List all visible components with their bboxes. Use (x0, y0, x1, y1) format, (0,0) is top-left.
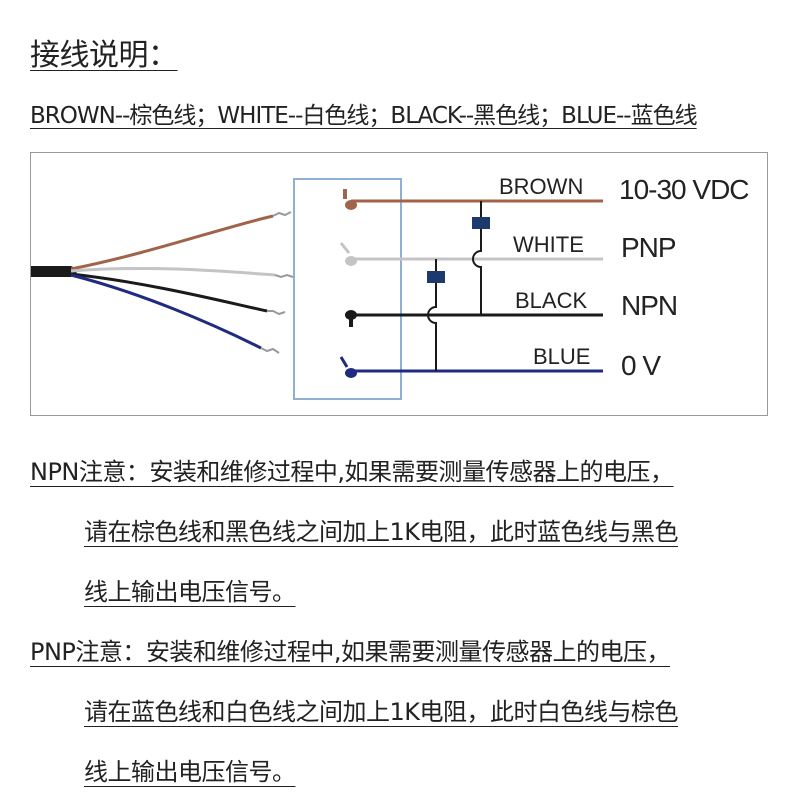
resistor-brown-black (472, 217, 490, 229)
npn-note-line-3: 线上输出电压信号。 (84, 578, 296, 606)
wire-tip-white (274, 273, 294, 279)
cable-jacket (31, 266, 77, 277)
npn-note-line-2: 请在棕色线和黑色线之间加上1K电阻，此时蓝色线与黑色 (84, 518, 679, 546)
pnp-note-line-1: PNP注意：安装和维修过程中,如果需要测量传感器上的电压， (30, 638, 671, 666)
page-title: 接线说明： (30, 38, 178, 73)
resistor-path-white-blue (427, 259, 437, 371)
npn-note-line-1: NPN注意：安装和维修过程中,如果需要测量传感器上的电压， (30, 458, 674, 486)
cable-wire-black (70, 272, 268, 313)
pnp-note-line-3: 线上输出电压信号。 (84, 758, 296, 786)
wire-label-blue: BLUE (533, 344, 590, 369)
wire-tip-blue (260, 347, 280, 354)
resistor-white-blue (427, 271, 445, 283)
cable-wire-brown (70, 214, 274, 271)
terminal-pin-white (339, 242, 357, 266)
wire-label-black: BLACK (515, 288, 587, 313)
terminal-pin-black (345, 310, 357, 327)
wire-tip-brown (272, 211, 292, 217)
wire-value-brown: 10-30 VDC (619, 174, 749, 205)
wire-value-black: NPN (621, 290, 677, 321)
resistor-path-brown-black (472, 201, 482, 315)
wiring-diagram-svg: BROWN WHITE BLACK BLUE 10-30 VDC PNP NPN… (31, 174, 750, 400)
wire-value-blue: 0 V (621, 350, 661, 381)
wire-tip-black (267, 310, 286, 316)
terminal-pin-blue (339, 356, 357, 378)
wire-label-white: WHITE (513, 232, 584, 257)
connector-frame (293, 178, 402, 400)
cable-wire-blue (70, 273, 262, 350)
terminal-pin-brown (343, 189, 357, 210)
cable-wire-white (70, 266, 276, 277)
pnp-note-line-2: 请在蓝色线和白色线之间加上1K电阻，此时白色线与棕色 (84, 698, 679, 726)
wiring-diagram: BROWN WHITE BLACK BLUE 10-30 VDC PNP NPN… (30, 152, 768, 416)
wire-color-legend: BROWN--棕色线；WHITE--白色线；BLACK--黑色线；BLUE--蓝… (30, 103, 698, 129)
wire-label-brown: BROWN (499, 174, 583, 199)
wire-value-white: PNP (621, 232, 676, 263)
